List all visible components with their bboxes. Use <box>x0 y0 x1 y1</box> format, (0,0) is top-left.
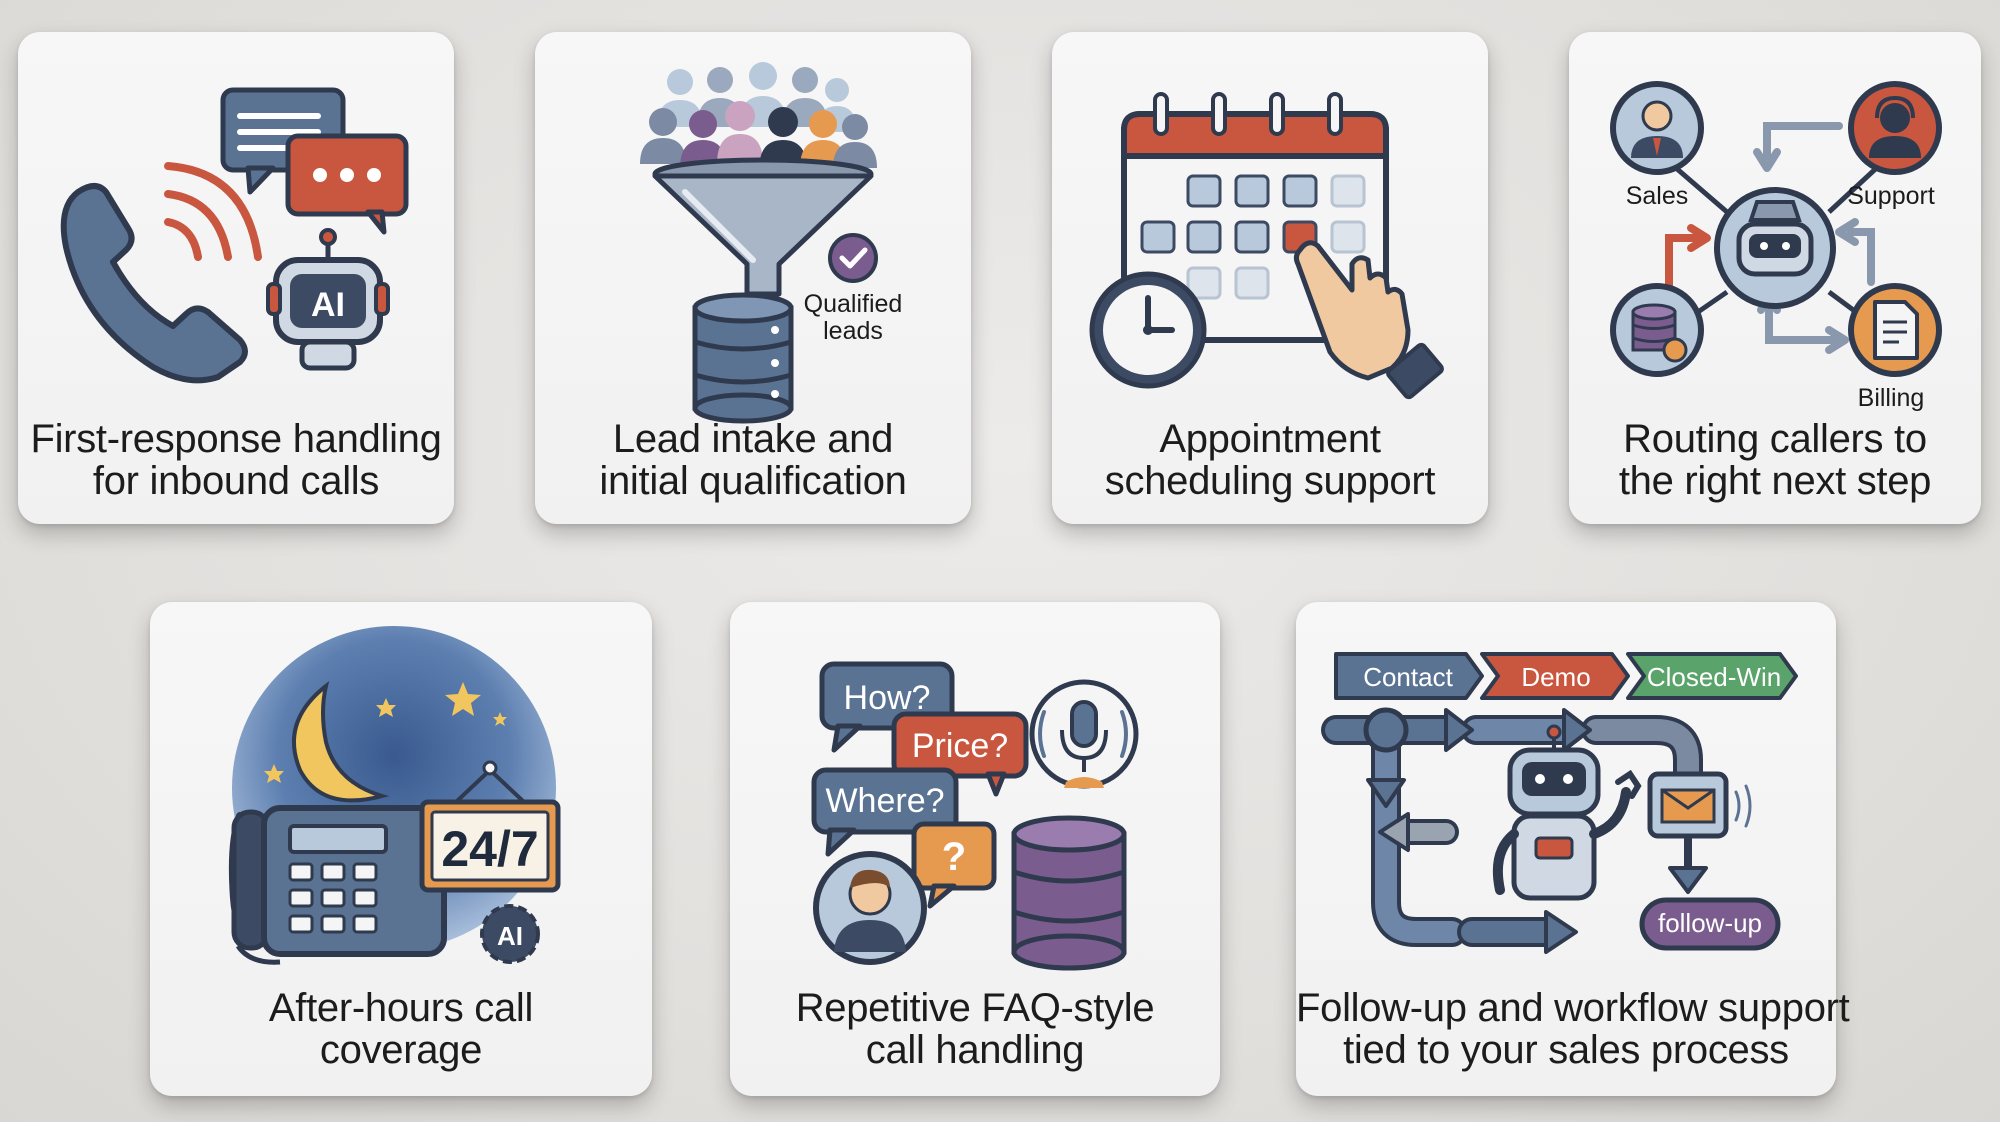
calendar-illustration <box>1089 92 1444 400</box>
desk-phone-icon <box>228 805 447 965</box>
pipeline-stage-contact: Contact <box>1334 652 1484 700</box>
card-after-hours: 24/7 AI After-hours call coverage <box>150 602 652 1096</box>
svg-text:Closed-Win: Closed-Win <box>1647 662 1781 692</box>
card-lead-intake: Qualified leads Lead intake and initial … <box>535 32 971 524</box>
card-caption: Appointment scheduling support <box>1104 417 1436 503</box>
ai-gear-badge-icon: AI <box>480 904 540 964</box>
phone-ai-illustration: AI <box>60 87 409 384</box>
robot-worker-icon <box>1492 724 1642 901</box>
email-icon <box>1647 771 1752 839</box>
svg-text:Price?: Price? <box>912 727 1008 765</box>
billing-document-icon <box>1848 283 1942 377</box>
check-badge-icon <box>828 233 878 283</box>
qualified-label: Qualified <box>804 290 903 318</box>
card-caption: Routing callers to the right next step <box>1618 417 1932 503</box>
crowd-icon <box>640 62 877 170</box>
pipeline-stage-closed-win: Closed-Win <box>1626 652 1798 700</box>
database-icon <box>692 292 794 424</box>
stars-icon <box>264 682 507 783</box>
card-appointment: Appointment scheduling support <box>1052 32 1488 524</box>
sales-person-icon <box>1610 81 1704 175</box>
database-icon <box>1011 815 1127 971</box>
funnel-icon <box>652 157 874 297</box>
typing-bubble-icon <box>285 133 409 235</box>
card-caption: Repetitive FAQ-style call handling <box>795 986 1155 1072</box>
clock-icon <box>1089 271 1207 389</box>
svg-text:How?: How? <box>844 679 931 717</box>
routing-illustration: Sales Support Billing <box>1610 81 1942 412</box>
svg-text:follow-up: follow-up <box>1658 908 1762 938</box>
microphone-icon <box>1029 679 1139 789</box>
workflow-illustration: Contact Demo Closed-Win <box>1321 652 1798 954</box>
card-caption: First-response handling for inbound call… <box>30 417 442 503</box>
ai-robot-icon: AI <box>266 228 390 371</box>
pipeline-stage-demo: Demo <box>1480 652 1630 700</box>
question-bubble-mark: ? <box>911 821 997 909</box>
funnel-illustration: Qualified leads <box>640 62 903 424</box>
card-follow-up: Contact Demo Closed-Win <box>1296 602 1850 1096</box>
support-label: Support <box>1847 182 1935 210</box>
sales-label: Sales <box>1626 182 1689 210</box>
calendar-icon <box>1121 92 1389 343</box>
moon-icon <box>292 680 390 803</box>
ai-robot-hub-icon <box>1714 187 1836 309</box>
svg-text:Demo: Demo <box>1521 662 1590 692</box>
database-icon <box>1610 283 1704 377</box>
caller-avatar-icon <box>813 851 927 965</box>
sign-text: 24/7 <box>441 821 538 877</box>
svg-text:Contact: Contact <box>1363 662 1453 692</box>
card-first-response: AI First-response handling for inbound c… <box>18 32 454 524</box>
card-caption: After-hours call coverage <box>268 986 534 1072</box>
question-bubble-where: Where? <box>811 767 959 857</box>
night-phone-illustration: 24/7 AI <box>228 626 561 965</box>
card-routing: Sales Support Billing Routing callers to… <box>1569 32 1981 524</box>
card-faq: How? Price? Where? ? <box>730 602 1220 1096</box>
support-agent-icon <box>1848 81 1942 175</box>
card-caption: Lead intake and initial qualification <box>599 417 907 503</box>
sign-24-7-icon: 24/7 <box>419 760 561 893</box>
svg-text:AI: AI <box>497 921 523 951</box>
question-bubble-price: Price? <box>891 711 1029 797</box>
phone-handset-icon <box>60 183 248 384</box>
svg-text:Where?: Where? <box>825 782 944 820</box>
billing-label: Billing <box>1858 384 1925 412</box>
ai-badge-text: AI <box>311 286 345 324</box>
follow-up-badge: follow-up <box>1639 897 1781 951</box>
card-caption: Follow-up and workflow support tied to y… <box>1296 986 1850 1072</box>
leads-label: leads <box>823 317 883 345</box>
svg-text:?: ? <box>942 835 966 879</box>
faq-illustration: How? Price? Where? ? <box>811 661 1139 971</box>
signal-waves-icon <box>164 162 262 261</box>
pointing-hand-icon <box>1293 240 1444 400</box>
